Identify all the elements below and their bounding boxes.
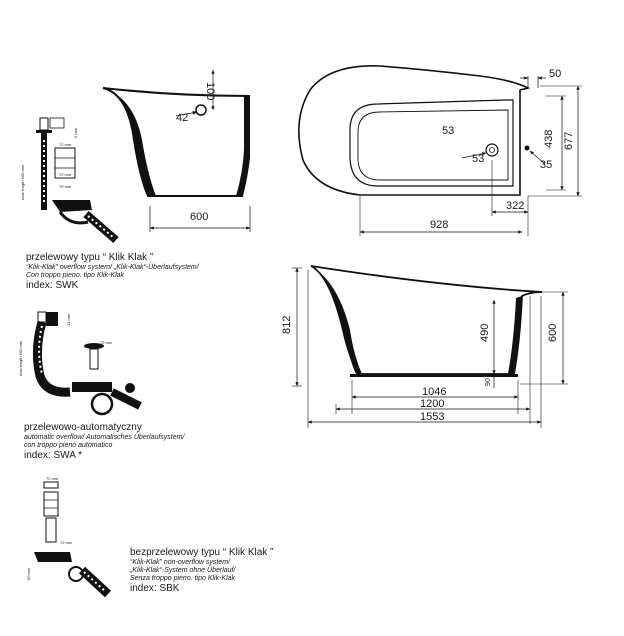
side-height-total: 812 <box>281 316 293 334</box>
caption-klik-klak-index: index: SWK <box>26 279 79 291</box>
front-height: 100 <box>204 82 216 100</box>
front-base-width: 600 <box>190 211 208 223</box>
top-view: 53 53 35 50 438 677 322 928 <box>298 65 582 236</box>
non-overflow-drain-diagram: 72 mm 72 mm 60 mm <box>26 476 112 598</box>
side-rim-height: 600 <box>547 324 559 342</box>
top-bath-basin <box>357 109 509 181</box>
caption-automatic-title: przelewowo-automatyczny <box>24 422 142 433</box>
side-view: 812 490 90 600 1046 1200 1553 <box>281 265 568 428</box>
side-length-mid: 1200 <box>420 398 444 410</box>
front-bath-black-right <box>236 96 249 196</box>
caption-automatic-index: index: SWA * <box>24 449 82 461</box>
caption-klik-klak-title: przelewowy typu “ Klik Klak ” <box>26 252 154 263</box>
overflow-outlet <box>195 104 207 116</box>
caption-klik-klak-line2: Con troppo pieno. tipo Klik-Klak <box>26 271 125 279</box>
top-overflow <box>524 145 530 151</box>
side-bath-black-right <box>508 296 522 374</box>
kk-h: 5 mm <box>73 127 78 138</box>
caption-non-overflow-line2: „Klik-Klak“-System ohne Überlauf/ <box>130 566 236 574</box>
caption-klik-klak: przelewowy typu “ Klik Klak ” “Klik-Klak… <box>26 252 199 291</box>
auto-len: max length 600 mm <box>18 340 23 376</box>
kk-len: max length 600 mm <box>20 164 25 200</box>
non-w2: 72 mm <box>60 540 73 545</box>
side-length-base: 1046 <box>422 386 446 398</box>
automatic-drain-diagram: 14 mm 72 mm max length 600 mm <box>18 311 142 416</box>
caption-automatic-line2: con troppo pieno automatico <box>24 441 113 449</box>
caption-non-overflow-index: index: SBK <box>130 582 180 594</box>
front-bath-black-shell <box>103 88 156 196</box>
top-bath-inner-rim <box>349 99 514 187</box>
auto-w: 72 mm <box>100 340 113 345</box>
side-bath-foot <box>350 374 518 377</box>
auto-h: 14 mm <box>66 313 71 326</box>
top-drain <box>485 143 499 157</box>
top-inner-label: 53 <box>442 125 454 137</box>
top-bath-outline <box>298 65 531 196</box>
side-length-total: 1553 <box>420 411 444 423</box>
caption-automatic-line1: automatic overflow/ Automatisches Überla… <box>24 433 185 441</box>
top-width-total: 677 <box>563 132 575 150</box>
caption-automatic: przelewowo-automatyczny automatic overfl… <box>24 422 184 461</box>
top-drain-label: 53 <box>472 153 484 165</box>
side-inner-depth: 490 <box>479 324 491 342</box>
front-outlet-diameter: 42 <box>176 112 188 124</box>
klik-klak-drain-diagram: 5 mm 72 mm 72 mm 70 mm max length 600 mm <box>20 117 119 244</box>
caption-non-overflow-line3: Senza troppo pieno. tipo Klik-Klak <box>130 574 236 582</box>
top-length-partial: 322 <box>506 200 524 212</box>
kk-w2: 72 mm <box>59 172 72 177</box>
caption-non-overflow-title: bezprzelewowy typu “ Klik Klak ” <box>130 547 274 558</box>
caption-non-overflow: bezprzelewowy typu “ Klik Klak ” “Klik-K… <box>130 547 273 594</box>
top-drain-offset: 35 <box>540 159 552 171</box>
non-w: 72 mm <box>46 476 59 481</box>
caption-non-overflow-line1: “Klik-Klak” non-overflow system/ <box>130 558 230 566</box>
kk-w: 72 mm <box>59 142 72 147</box>
kk-w3: 70 mm <box>59 184 72 189</box>
top-offset-50: 50 <box>549 68 561 80</box>
top-length-inner: 928 <box>430 219 448 231</box>
side-small-height: 90 <box>485 378 492 386</box>
top-width-inner: 438 <box>543 130 555 148</box>
front-view: 42 100 600 <box>102 69 251 232</box>
side-bath-black-shell <box>311 266 362 374</box>
non-h: 60 mm <box>26 567 31 580</box>
caption-klik-klak-line1: “Klik-Klak” overflow system/ „Klik-Klak“… <box>26 263 199 271</box>
